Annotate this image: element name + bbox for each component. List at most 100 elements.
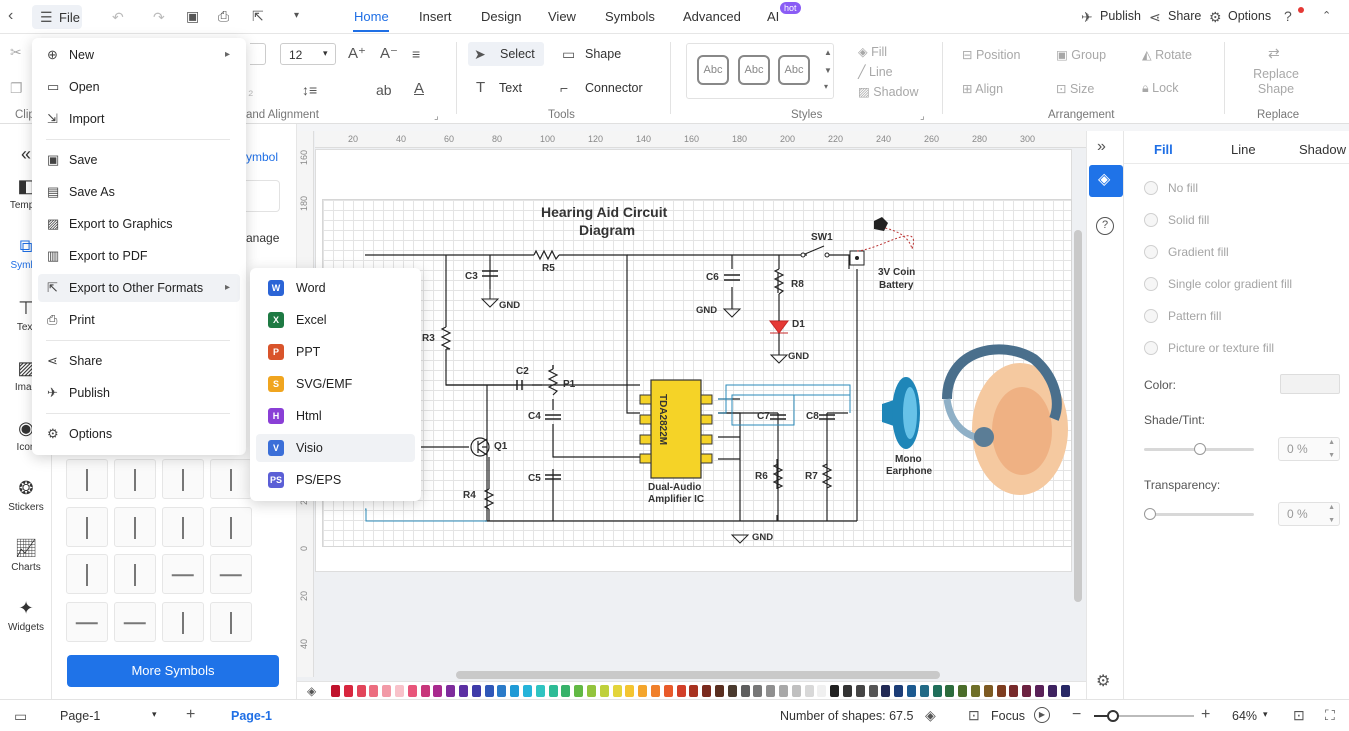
zoom-slider[interactable] bbox=[1094, 710, 1194, 722]
tab-view[interactable]: View bbox=[548, 9, 576, 24]
color-swatch[interactable] bbox=[907, 685, 916, 697]
tab-insert[interactable]: Insert bbox=[419, 9, 452, 24]
page-layout-icon[interactable]: ▭ bbox=[14, 708, 28, 724]
menu-item-export-graphics[interactable]: ▨Export to Graphics bbox=[38, 210, 240, 238]
symbol-search-input[interactable] bbox=[242, 180, 280, 212]
size-button[interactable]: ⊡ Size bbox=[1056, 82, 1095, 96]
font-grow-icon[interactable]: A⁺ bbox=[348, 45, 366, 62]
color-swatch[interactable] bbox=[574, 685, 584, 697]
tab-home[interactable]: Home bbox=[354, 9, 389, 24]
color-swatch[interactable] bbox=[958, 685, 968, 697]
color-swatch[interactable] bbox=[971, 685, 980, 697]
symbol-tile[interactable] bbox=[114, 507, 156, 547]
ic-caption-line2[interactable]: Amplifier IC bbox=[648, 494, 705, 505]
menu-item-save[interactable]: ▣Save bbox=[38, 146, 240, 174]
color-swatch[interactable] bbox=[817, 685, 827, 697]
color-swatch[interactable] bbox=[1060, 685, 1070, 697]
color-swatch[interactable] bbox=[894, 685, 904, 697]
font-shrink-icon[interactable]: A⁻ bbox=[380, 45, 398, 62]
label-c2[interactable]: C2 bbox=[516, 366, 529, 377]
color-swatch[interactable] bbox=[791, 685, 801, 697]
color-swatch[interactable] bbox=[1022, 685, 1032, 697]
gallery-expand-icon[interactable]: ▾ bbox=[824, 82, 829, 91]
zoom-out-icon[interactable]: − bbox=[1072, 706, 1082, 723]
color-swatch[interactable] bbox=[715, 685, 724, 697]
gallery-scroll-down-icon[interactable]: ▼ bbox=[824, 66, 832, 75]
color-swatch[interactable] bbox=[433, 685, 443, 697]
color-swatch[interactable] bbox=[753, 685, 763, 697]
vertical-scrollbar[interactable] bbox=[1074, 230, 1082, 602]
circuit-diagram[interactable] bbox=[322, 199, 1072, 547]
symbol-tile[interactable] bbox=[210, 602, 252, 642]
color-swatch[interactable] bbox=[446, 685, 456, 697]
export-icon[interactable]: ⇱ bbox=[252, 8, 264, 24]
play-icon[interactable]: ▶ bbox=[1034, 707, 1050, 723]
chevron-down-icon[interactable]: ▾ bbox=[152, 709, 157, 719]
color-swatch[interactable] bbox=[471, 685, 481, 697]
symbol-tile[interactable] bbox=[66, 554, 108, 594]
color-swatch[interactable] bbox=[510, 685, 520, 697]
label-c6[interactable]: C6 bbox=[706, 272, 719, 283]
menu-item-share[interactable]: ⋖Share bbox=[38, 347, 240, 375]
gallery-scroll-up-icon[interactable]: ▲ bbox=[824, 48, 832, 57]
label-c4[interactable]: C4 bbox=[528, 411, 541, 422]
ic-caption-line1[interactable]: Dual-Audio bbox=[648, 482, 702, 493]
label-battery-line2[interactable]: Battery bbox=[879, 280, 914, 291]
symbol-tile[interactable] bbox=[162, 507, 204, 547]
label-r7[interactable]: R7 bbox=[805, 471, 818, 482]
color-swatch[interactable] bbox=[881, 685, 891, 697]
color-swatch[interactable] bbox=[343, 685, 353, 697]
label-earphone-line1[interactable]: Mono bbox=[895, 454, 922, 465]
shape-button[interactable]: Shape bbox=[585, 47, 622, 61]
rotate-button[interactable]: ◭ Rotate bbox=[1142, 48, 1192, 62]
menu-item-export-pdf[interactable]: ▥Export to PDF bbox=[38, 242, 240, 270]
tab-symbols[interactable]: Symbols bbox=[605, 9, 655, 24]
color-swatch[interactable] bbox=[766, 685, 776, 697]
color-swatch[interactable] bbox=[702, 685, 712, 697]
font-size-dropdown[interactable]: 12 ▾ bbox=[280, 43, 336, 65]
color-swatch[interactable] bbox=[561, 685, 571, 697]
connector-button[interactable]: Connector bbox=[585, 81, 643, 95]
align-icon[interactable]: ≡ bbox=[412, 46, 421, 62]
color-swatch[interactable] bbox=[855, 685, 865, 697]
color-swatch[interactable] bbox=[599, 685, 609, 697]
color-swatch[interactable] bbox=[804, 685, 814, 697]
text-case-icon[interactable]: ab bbox=[376, 82, 392, 98]
print-icon[interactable]: ⎙ bbox=[218, 8, 230, 24]
tab-advanced[interactable]: Advanced bbox=[683, 9, 741, 24]
tab-fill[interactable]: Fill bbox=[1154, 142, 1173, 157]
color-swatch[interactable] bbox=[407, 685, 417, 697]
zoom-slider-knob[interactable] bbox=[1107, 710, 1119, 722]
label-d1[interactable]: D1 bbox=[792, 319, 805, 330]
line-spacing-icon[interactable]: ↕≡ bbox=[302, 82, 318, 98]
sidebar-item-images[interactable]: ▨Imag bbox=[0, 358, 52, 393]
menu-item-save-as[interactable]: ▤Save As bbox=[38, 178, 240, 206]
sidebar-item-icons[interactable]: ◉Icon bbox=[0, 418, 52, 453]
color-swatch[interactable] bbox=[1035, 685, 1044, 697]
color-swatch[interactable] bbox=[689, 685, 699, 697]
undo-icon[interactable]: ↶ bbox=[112, 9, 124, 25]
color-swatch[interactable] bbox=[638, 685, 648, 697]
select-button[interactable]: ➤ Select bbox=[468, 42, 544, 66]
symbol-tile[interactable] bbox=[66, 507, 108, 547]
color-swatch[interactable] bbox=[612, 685, 622, 697]
shade-input[interactable]: 0 %▲▼ bbox=[1278, 437, 1340, 461]
symbol-tile[interactable] bbox=[114, 554, 156, 594]
option-single-gradient[interactable]: Single color gradient fill bbox=[1144, 277, 1292, 291]
style-sample-3[interactable]: Abc bbox=[778, 55, 810, 85]
options-button[interactable]: Options bbox=[1228, 9, 1272, 23]
menu-item-new[interactable]: ⊕New▸ bbox=[38, 41, 240, 69]
lock-button[interactable]: 🔒︎ Lock bbox=[1142, 81, 1179, 95]
label-gnd-c3[interactable]: GND bbox=[499, 300, 521, 311]
fill-bucket-icon[interactable]: ◈ bbox=[307, 684, 317, 698]
symbol-tile[interactable] bbox=[210, 459, 252, 499]
menu-item-print[interactable]: ⎙Print bbox=[38, 306, 240, 334]
color-swatch[interactable] bbox=[420, 685, 430, 697]
line-button[interactable]: ╱ Line bbox=[858, 65, 893, 79]
symbol-tile[interactable] bbox=[66, 602, 108, 642]
more-dropdown-icon[interactable]: ▾ bbox=[294, 10, 300, 21]
